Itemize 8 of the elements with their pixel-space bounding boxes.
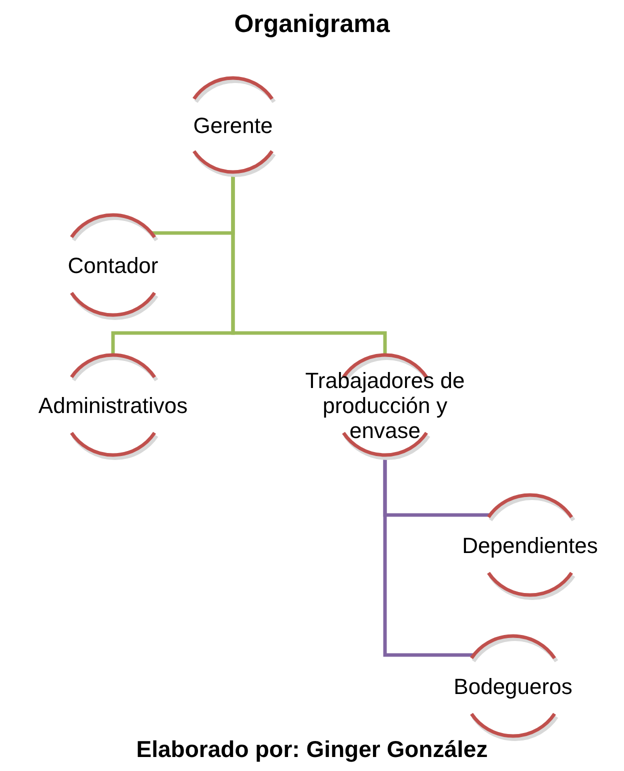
node-label: Administrativos: [38, 392, 188, 418]
node-label: Trabajadores de producción y envase: [305, 368, 465, 442]
chart-title: Organigrama: [233, 10, 391, 39]
node-label: Bodegueros: [454, 674, 572, 698]
node-label: Dependientes: [462, 532, 598, 558]
node-label: Gerente: [193, 112, 273, 138]
node-label: Contador: [68, 252, 158, 278]
caption: Elaborado por: Ginger González: [135, 736, 489, 763]
